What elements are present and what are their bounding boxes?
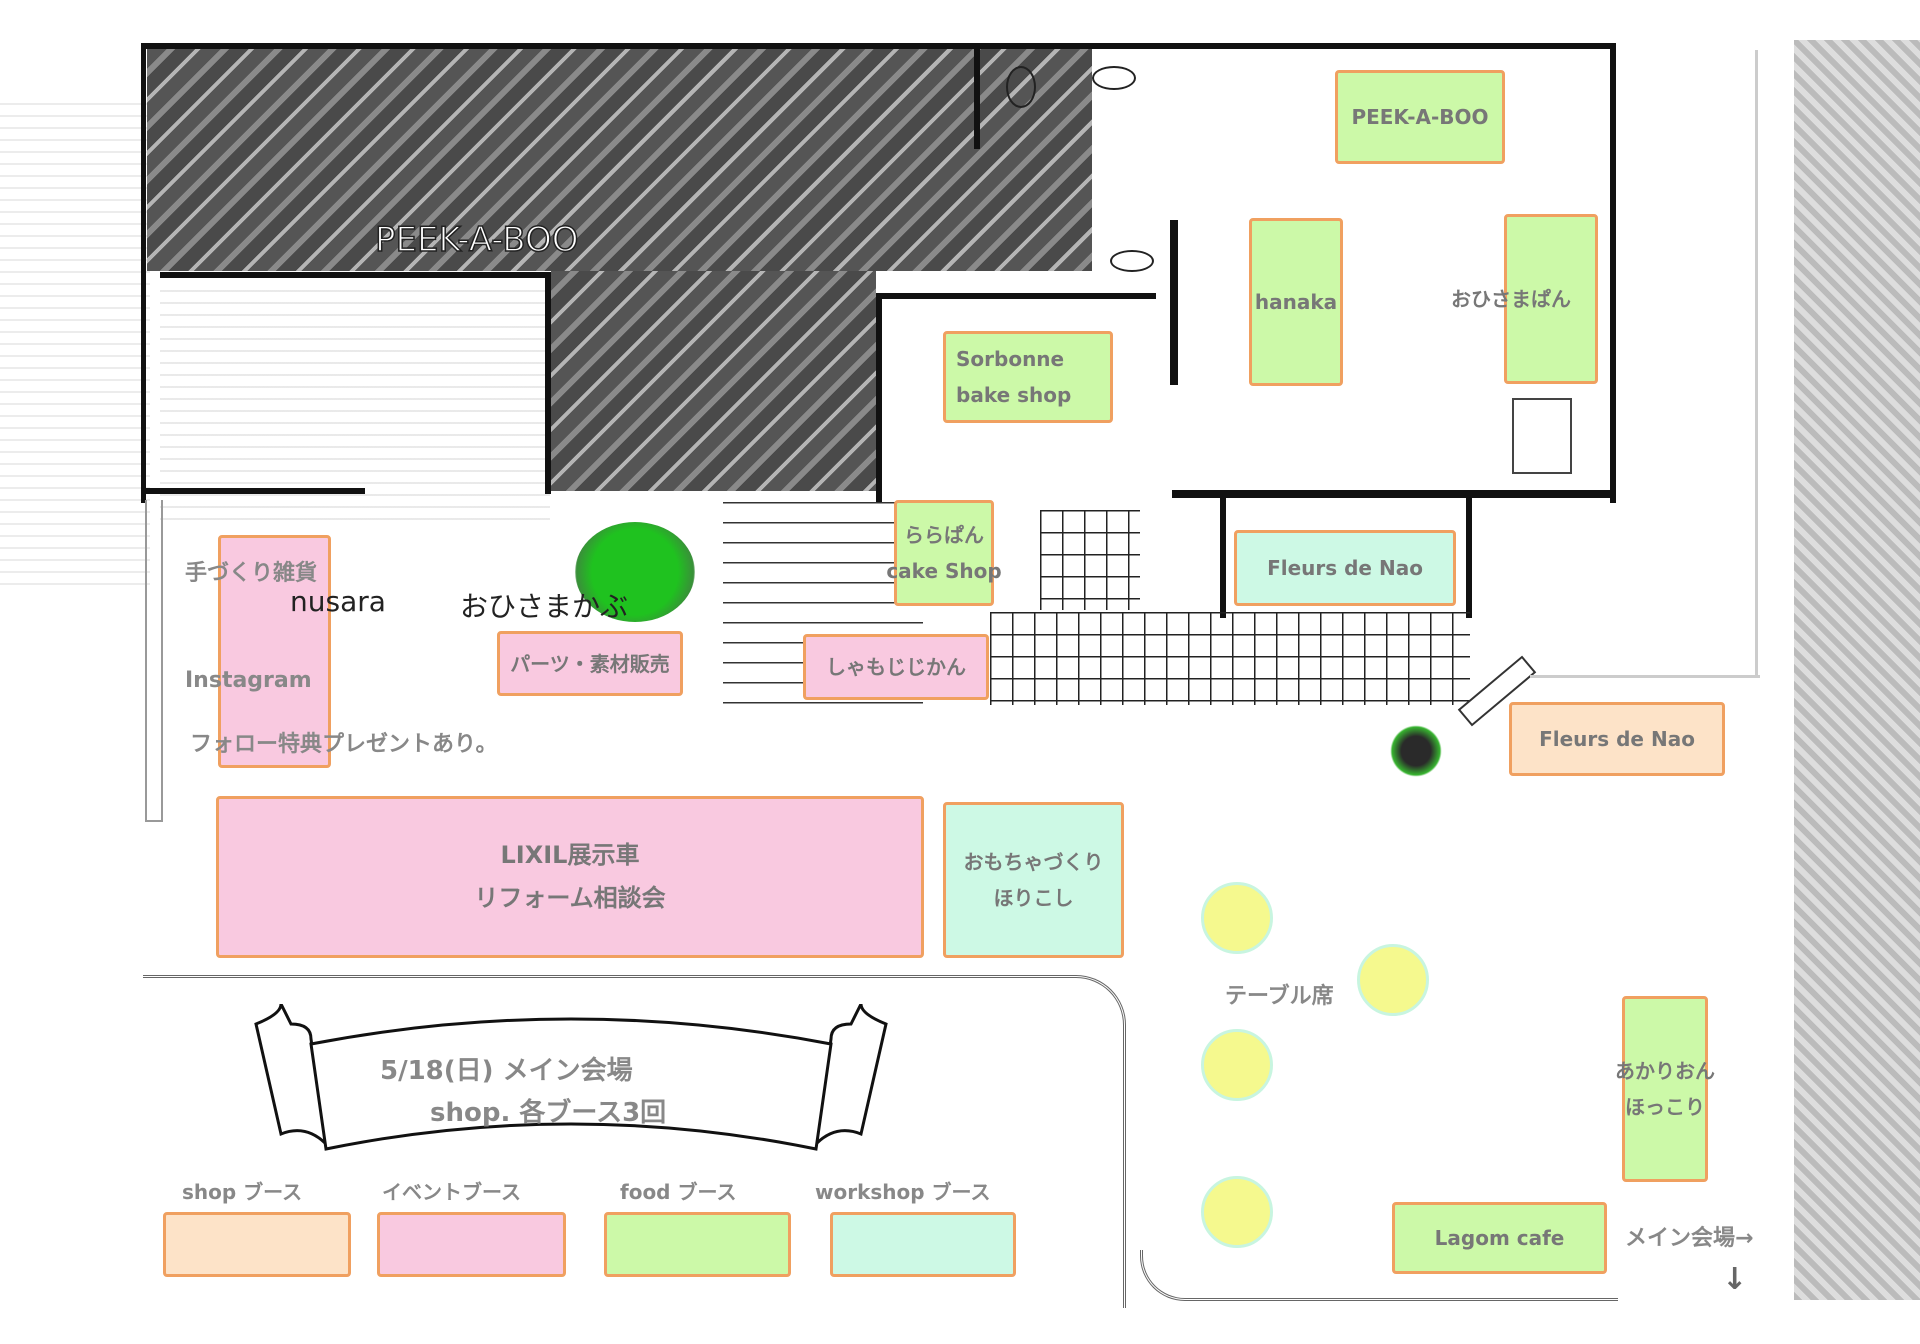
booth-label: おひさまぱん	[1451, 287, 1571, 311]
kitchen-sink-icon	[1512, 398, 1572, 474]
legend-swatch-event	[377, 1212, 566, 1277]
booth-label: Fleurs de Nao	[1539, 727, 1695, 751]
booth-label: Sorbonne	[956, 347, 1065, 371]
booth-label: LIXIL展示車	[500, 840, 640, 869]
interior-wall	[1170, 220, 1178, 385]
road	[143, 975, 1126, 1308]
nusara-title-label: 手づくり雑貨	[185, 561, 318, 586]
sink-icon	[1110, 250, 1154, 272]
instagram-label: Instagram	[185, 668, 312, 693]
deck-stairs	[1040, 510, 1140, 610]
toilet-icon	[1006, 66, 1036, 108]
booth-fleurs-shop[interactable]: Fleurs de Nao	[1509, 702, 1725, 776]
legend-label-event: イベントブース	[382, 1180, 521, 1204]
table-icon	[1357, 944, 1429, 1016]
boundary-line	[145, 500, 163, 822]
booth-parts[interactable]: パーツ・素材販売	[497, 631, 683, 696]
tree-icon	[575, 522, 695, 622]
booth-label: パーツ・素材販売	[510, 651, 670, 676]
boundary-line	[1530, 675, 1760, 678]
ohisama-name-label: おひさまかぶ	[460, 590, 629, 623]
booth-label: Fleurs de Nao	[1267, 556, 1423, 580]
booth-shamoji[interactable]: しゃもじじかん	[803, 634, 989, 700]
banner-line-1: 5/18(日) メイン会場	[380, 1056, 633, 1086]
booth-lixil[interactable]: LIXIL展示車リフォーム相談会	[216, 796, 924, 958]
booth-label: しゃもじじかん	[826, 655, 966, 679]
table-icon	[1201, 882, 1273, 954]
booth-lagom[interactable]: Lagom cafe	[1392, 1202, 1607, 1274]
boundary-line	[1755, 50, 1758, 678]
interior-wall	[1466, 498, 1472, 618]
table-seating-label: テーブル席	[1225, 984, 1334, 1009]
booth-nusara[interactable]	[218, 535, 331, 768]
booth-hanaka[interactable]: hanaka	[1249, 218, 1343, 386]
legend-swatch-shop	[163, 1212, 351, 1277]
booth-label: ほっこり	[1625, 1095, 1705, 1119]
table-icon	[1201, 1176, 1273, 1248]
follow-label: フォロー特典プレゼントあり。	[190, 732, 498, 757]
plant-icon	[1390, 725, 1442, 777]
booth-label: あかりおん	[1615, 1059, 1715, 1083]
dark-hatched-area	[147, 49, 1092, 271]
nusara-name-label: nusara	[290, 585, 386, 618]
booth-sorbonne[interactable]: Sorbonne bake shop	[943, 331, 1113, 423]
peekaboo-building-label: PEEK-A-BOO	[374, 219, 579, 261]
booth-fleurs-workshop[interactable]: Fleurs de Nao	[1234, 530, 1456, 606]
booth-label: PEEK-A-BOO	[1351, 105, 1489, 129]
booth-label: hanaka	[1254, 290, 1338, 314]
booth-omocha[interactable]: おもちゃづくりほりこし	[943, 802, 1124, 958]
ribbon-banner	[254, 1004, 888, 1151]
building-outline	[141, 43, 1616, 503]
interior-wall	[876, 293, 1156, 299]
legend-label-food: food ブース	[620, 1180, 737, 1204]
interior-wall	[145, 488, 365, 494]
legend-label-workshop: workshop ブース	[815, 1180, 991, 1204]
street-strip	[1794, 40, 1920, 1300]
booth-label: ららぱん	[904, 523, 984, 547]
interior-wall	[1172, 490, 1616, 498]
down-arrow-icon: ↓	[1722, 1262, 1748, 1297]
interior-wall	[876, 293, 882, 503]
booth-label: リフォーム相談会	[474, 884, 666, 912]
legend-label-shop: shop ブース	[182, 1180, 303, 1204]
booth-peekaboo[interactable]: PEEK-A-BOO	[1335, 70, 1505, 164]
interior-wall	[974, 49, 980, 149]
table-icon	[1201, 1029, 1273, 1101]
booth-label: ほりこし	[993, 886, 1074, 910]
booth-akari[interactable]: あかりおんほっこり	[1615, 996, 1715, 1182]
booth-ohisama[interactable]: おひさまぱん	[1451, 214, 1598, 384]
booth-label: おもちゃづくり	[963, 850, 1104, 874]
legend-swatch-food	[604, 1212, 791, 1277]
sink-icon	[1092, 66, 1136, 90]
booth-lala[interactable]: ららぱん cake Shop	[886, 500, 1002, 606]
main-venue-label: メイン会場→	[1625, 1226, 1754, 1251]
booth-label: Lagom cafe	[1434, 1226, 1565, 1250]
interior-wall	[1220, 498, 1226, 618]
legend-swatch-workshop	[830, 1212, 1016, 1277]
deck	[990, 612, 1470, 705]
banner-line-2: shop. 各ブース3回	[430, 1098, 667, 1128]
adjacent-building	[0, 95, 150, 595]
interior-wall	[545, 272, 551, 494]
booth-label: cake Shop	[886, 559, 1002, 583]
interior-wall	[160, 272, 550, 278]
dark-hatched-area-lower	[551, 271, 876, 491]
booth-label: bake shop	[956, 383, 1072, 407]
